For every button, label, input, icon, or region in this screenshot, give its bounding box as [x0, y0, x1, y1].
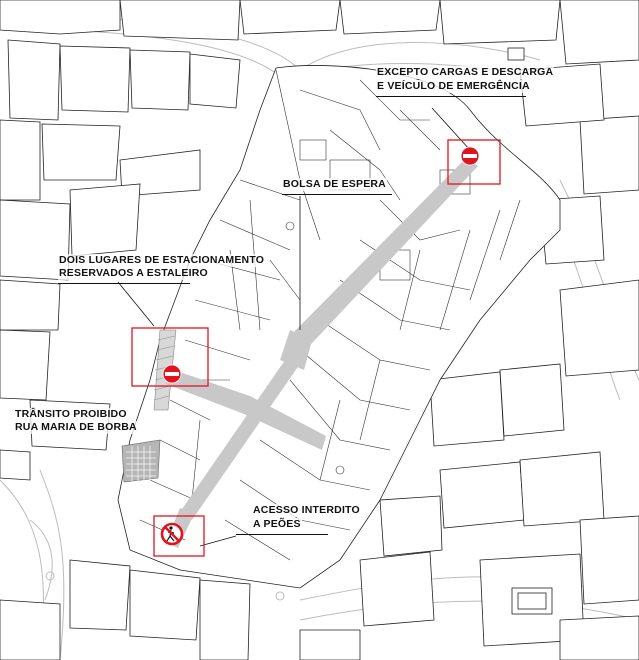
label-excepto-underline [376, 96, 526, 97]
highlight-box-left [131, 327, 209, 387]
highlight-boxes [131, 139, 501, 557]
label-bolsa-underline [282, 194, 392, 195]
label-excepto-line2: E VEÍCULO DE EMERGÊNCIA [376, 80, 531, 93]
no-entry-icon [162, 364, 182, 384]
highlight-box-top [447, 139, 501, 185]
label-transito-line1: TRÂNSITO PROIBIDO [14, 408, 128, 421]
label-bolsa-de-espera: BOLSA DE ESPERA [282, 178, 387, 191]
label-acesso-underline [236, 534, 328, 535]
label-acesso-line2: A PEÕES [252, 518, 302, 531]
highlight-box-bottom [153, 515, 205, 557]
label-dois-lugares-line1: DOIS LUGARES DE ESTACIONAMENTO [58, 254, 266, 267]
label-dois-underline [58, 283, 190, 284]
no-entry-icon [460, 146, 480, 166]
leader-lines [117, 107, 471, 547]
label-excepto-line1: EXCEPTO CARGAS E DESCARGA [376, 66, 555, 79]
no-pedestrians-icon [160, 522, 184, 546]
label-acesso-line1: ACESSO INTERDITO [252, 504, 361, 517]
label-dois-lugares-line2: RESERVADOS A ESTALEIRO [58, 267, 209, 280]
label-transito-line2: RUA MARIA DE BORBA [14, 421, 138, 434]
